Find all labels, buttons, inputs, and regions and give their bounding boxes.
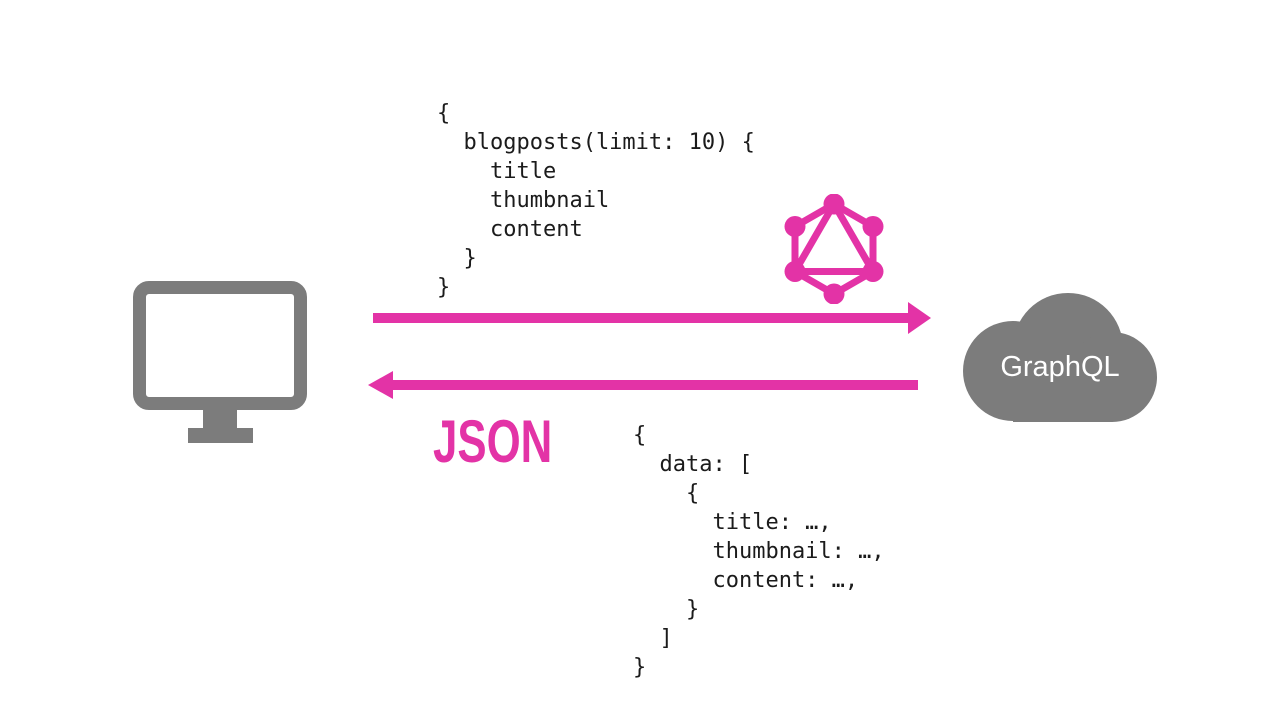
cloud-label: GraphQL	[1000, 351, 1120, 383]
monitor-stand-base	[188, 428, 253, 443]
monitor-stand-neck	[203, 409, 237, 428]
graphql-query-code: { blogposts(limit: 10) { title thumbnail…	[437, 101, 755, 300]
cloud-icon	[963, 293, 1157, 422]
json-label: JSON	[433, 408, 553, 475]
request-arrow-icon	[373, 302, 931, 334]
monitor-screen	[133, 281, 307, 410]
json-response-code: { data: [ { title: …, thumbnail: …, cont…	[633, 423, 885, 680]
response-arrow-icon	[368, 371, 918, 399]
graphql-logo-icon	[784, 194, 884, 304]
